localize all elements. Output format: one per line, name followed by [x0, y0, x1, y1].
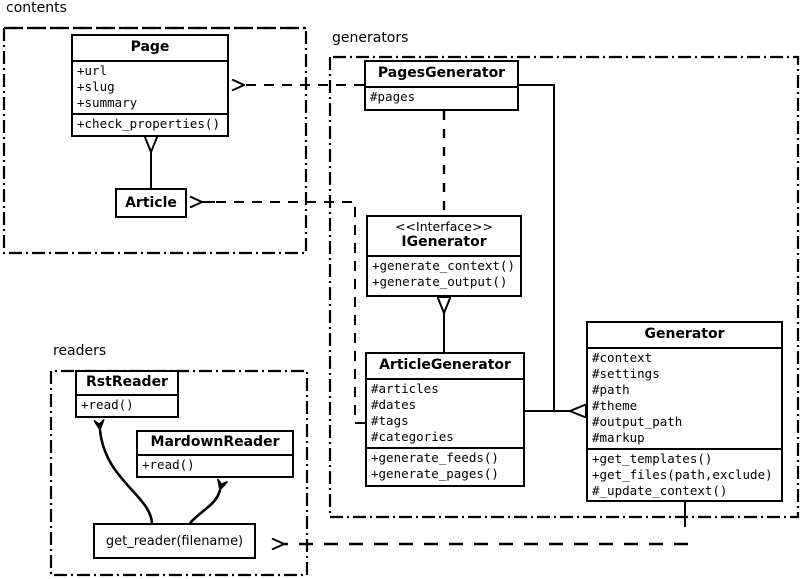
class-attributes-page: +url +slug +summary: [73, 60, 227, 113]
class-attributes-article-generator: #articles #dates #tags #categories: [367, 378, 523, 447]
attribute-item: #articles: [371, 381, 439, 396]
class-stereotype-igenerator: <<Interface>>: [395, 219, 493, 234]
class-title-pages-generator: PagesGenerator: [377, 65, 506, 81]
class-box-article-generator[interactable]: ArticleGenerator #articles #dates #tags …: [365, 352, 525, 487]
function-label-get-reader: get_reader(filename): [105, 533, 244, 549]
attribute-item: #context: [592, 350, 653, 365]
class-methods-mardown-reader: +read(): [138, 454, 292, 475]
class-title-article: Article: [125, 194, 177, 211]
class-methods-generator: +get_templates() +get_files(path,exclude…: [588, 448, 781, 501]
attribute-item: #settings: [592, 366, 660, 381]
class-box-pages-generator[interactable]: PagesGenerator #pages: [364, 60, 519, 111]
method-item: +get_files(path,exclude): [592, 467, 773, 482]
method-item: #_update_context(): [592, 483, 728, 498]
relation-articlegenerator-uses-article: [202, 202, 365, 424]
relation-generator-uses-getreader: [284, 502, 688, 544]
method-item: +generate_feeds(): [371, 450, 499, 465]
class-title-mardown-reader: MardownReader: [150, 434, 280, 450]
attribute-item: #theme: [592, 398, 638, 413]
class-attributes-generator: #context #settings #path #theme #output_…: [588, 347, 781, 448]
package-label-readers: readers: [53, 343, 107, 359]
attribute-item: +slug: [77, 79, 115, 94]
class-methods-igenerator: +generate_context() +generate_output(): [368, 255, 520, 292]
class-box-rst-reader[interactable]: RstReader +read(): [75, 370, 179, 418]
class-title-rst-reader: RstReader: [86, 374, 168, 390]
class-title-generator: Generator: [644, 326, 725, 342]
function-box-get-reader[interactable]: get_reader(filename): [93, 523, 256, 559]
method-item: +read(): [81, 397, 134, 412]
attribute-item: +url: [77, 63, 108, 78]
attribute-item: +summary: [77, 95, 138, 110]
class-methods-article-generator: +generate_feeds() +generate_pages(): [367, 447, 523, 484]
method-item: +check_properties(): [77, 116, 220, 131]
attribute-item: #tags: [371, 413, 409, 428]
attribute-item: #path: [592, 382, 630, 397]
package-border-contents: [2, 26, 308, 255]
class-title-igenerator: IGenerator: [401, 234, 487, 250]
attribute-item: #pages: [370, 89, 416, 104]
attribute-item: #dates: [371, 397, 417, 412]
class-box-generator[interactable]: Generator #context #settings #path #them…: [586, 321, 783, 502]
package-border-readers: [49, 369, 309, 577]
attribute-item: #markup: [592, 430, 645, 445]
package-label-generators: generators: [332, 30, 409, 46]
class-box-page[interactable]: Page +url +slug +summary +check_properti…: [71, 34, 229, 137]
class-box-igenerator[interactable]: <<Interface>> IGenerator +generate_conte…: [366, 215, 522, 297]
attribute-item: #output_path: [592, 414, 683, 429]
class-box-article[interactable]: Article: [115, 188, 187, 218]
class-title-article-generator: ArticleGenerator: [379, 357, 511, 373]
method-item: +read(): [142, 457, 195, 472]
method-item: +generate_context(): [372, 258, 515, 273]
class-methods-rst-reader: +read(): [77, 394, 177, 415]
class-methods-page: +check_properties(): [73, 113, 227, 134]
package-label-contents: contents: [6, 0, 67, 16]
package-border-generators: [328, 55, 800, 519]
relation-getreader-creates-mardownreader: [189, 490, 220, 524]
attribute-item: #categories: [371, 429, 454, 444]
relation-getreader-creates-rstreader: [100, 430, 154, 524]
method-item: +generate_output(): [372, 274, 508, 289]
relation-generators-inherit-generator: [519, 84, 570, 411]
class-title-page: Page: [130, 39, 170, 55]
class-attributes-pages-generator: #pages: [366, 86, 517, 107]
class-box-mardown-reader[interactable]: MardownReader +read(): [136, 430, 294, 478]
method-item: +generate_pages(): [371, 466, 499, 481]
method-item: +get_templates(): [592, 451, 713, 466]
